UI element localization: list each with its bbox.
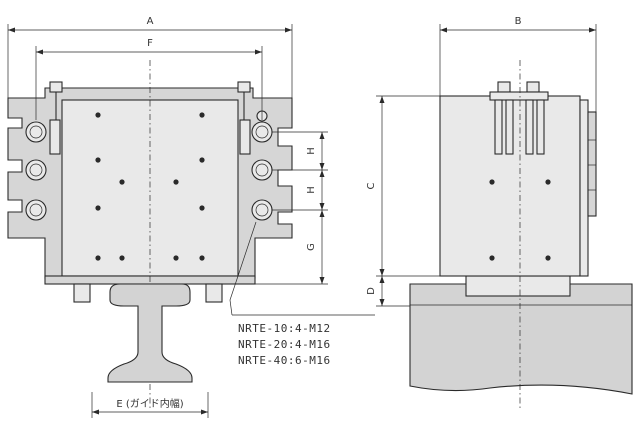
dim-a-label: A [147, 16, 154, 27]
side-view [409, 60, 633, 410]
note-3: NRTE-40:6-M16 [238, 354, 331, 367]
clamp-bolt-right [237, 81, 251, 93]
front-foot-left [73, 283, 91, 303]
dim-g-label: G [306, 243, 317, 251]
mount-bolts-right [251, 121, 273, 221]
dim-d-label: D [366, 287, 377, 295]
dim-b-label: B [515, 16, 522, 27]
side-rail [409, 283, 633, 395]
note-2: NRTE-20:4-M16 [238, 338, 331, 351]
note-1: NRTE-10:4-M12 [238, 322, 331, 335]
front-dimensions: A F H H G E (ガイド内幅) [7, 16, 328, 418]
side-dimensions: B C D [366, 16, 597, 307]
dim-c-label: C [366, 182, 377, 189]
dim-h2-label: H [306, 186, 317, 194]
mount-bolts-left [25, 121, 47, 221]
plate-holes [95, 112, 205, 261]
front-view [7, 60, 293, 410]
front-foot-right [205, 283, 223, 303]
rail-section [107, 283, 193, 383]
side-clamp-bolts [489, 81, 549, 155]
dim-h1-label: H [306, 147, 317, 155]
dim-e-label: E (ガイド内幅) [116, 397, 183, 410]
bolt-spec-notes: NRTE-10:4-M12 NRTE-20:4-M16 NRTE-40:6-M1… [232, 314, 375, 367]
dim-f-label: F [147, 38, 153, 49]
clamp-bolt-left [49, 81, 63, 93]
